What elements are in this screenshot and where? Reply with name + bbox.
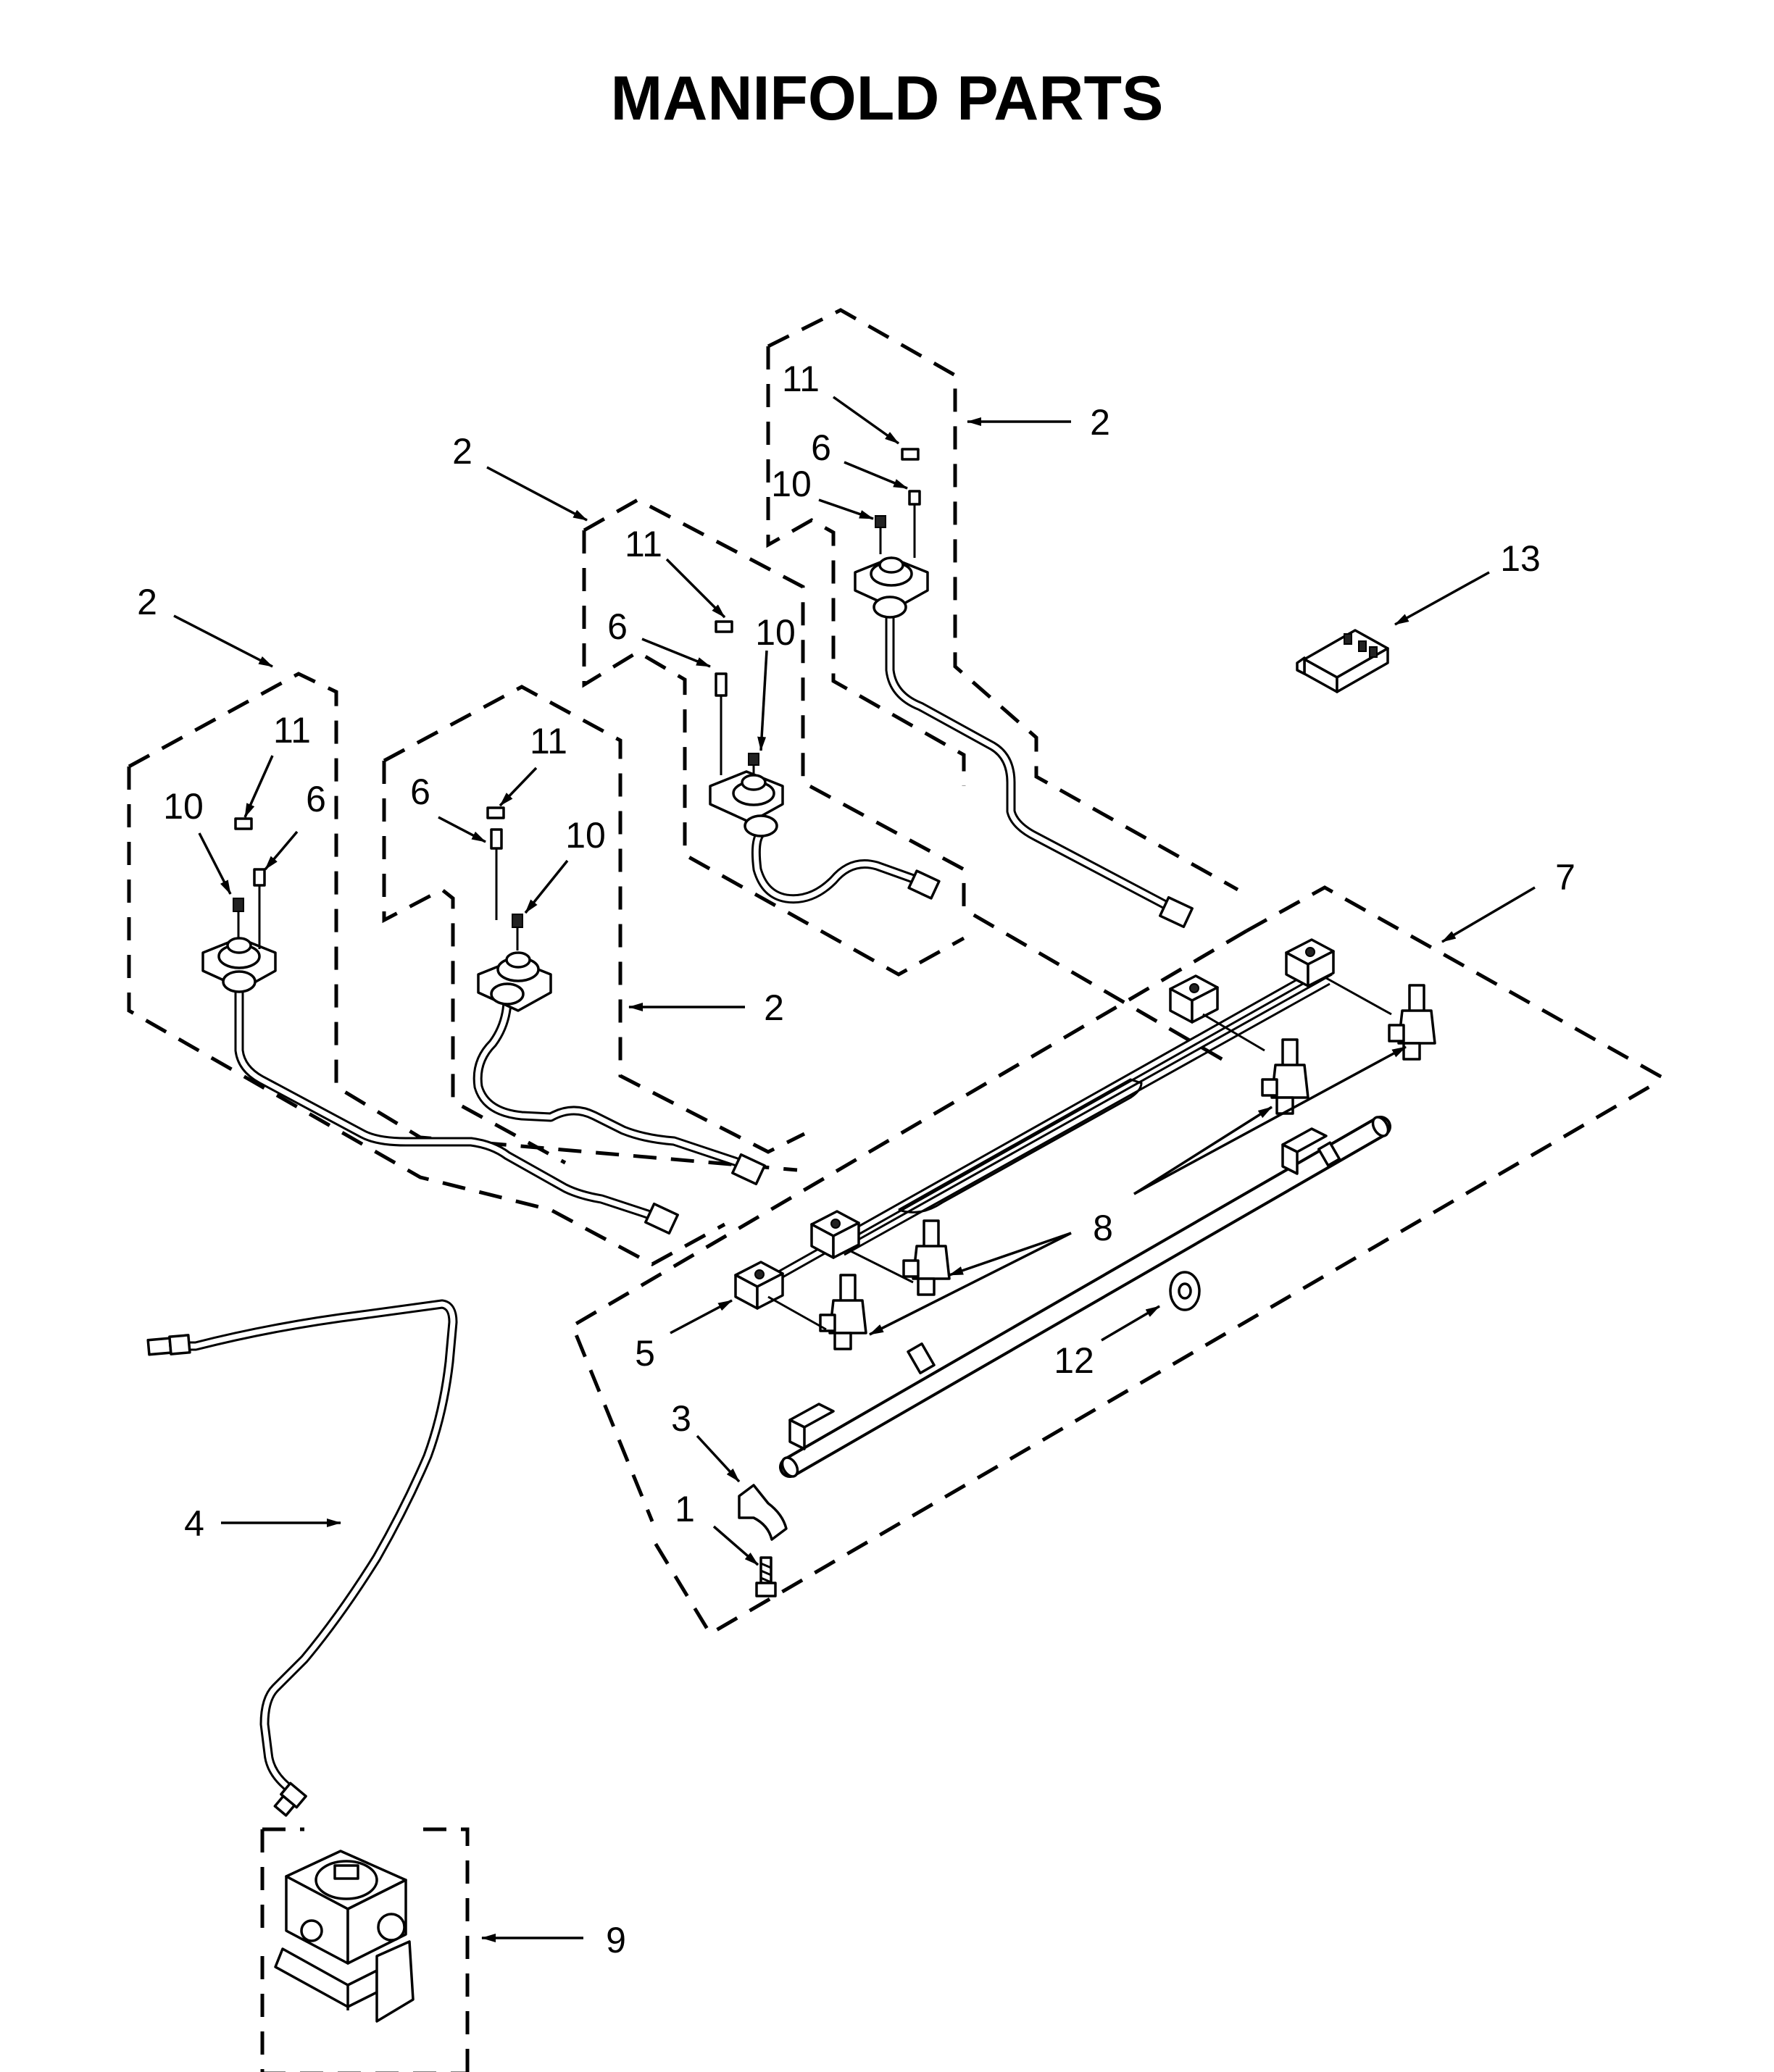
burner-base-inner — [477, 806, 552, 1012]
burner-assembly-left-boundary — [127, 672, 798, 1266]
callout-10: 10 — [163, 786, 204, 827]
callout-11: 11 — [273, 710, 311, 751]
callout-5: 5 — [635, 1333, 655, 1374]
callout-3: 3 — [671, 1398, 691, 1439]
callout-9: 9 — [606, 1920, 626, 1960]
callout-6: 6 — [306, 779, 326, 819]
electrode-clip — [715, 448, 920, 633]
burner-assembly-inner-boundary — [382, 685, 806, 1165]
callout-6: 6 — [811, 427, 831, 468]
callout-7: 7 — [1555, 857, 1575, 898]
pressure-regulator-boundary — [260, 1827, 470, 2072]
mounting-screw — [755, 1556, 777, 1597]
pressure-regulator — [274, 1850, 415, 2023]
callout-11: 11 — [625, 524, 662, 564]
callout-6: 6 — [607, 606, 628, 647]
burner-tube-inner — [472, 987, 744, 1168]
burner-assembly-top-boundary — [766, 308, 1239, 892]
manifold-bracket — [734, 938, 1335, 1310]
burner-base-top — [854, 490, 929, 619]
page-title: MANIFOLD PARTS — [611, 64, 1164, 133]
manifold-assembly-boundary — [570, 885, 1662, 1637]
burner-assembly-mid-boundary — [582, 498, 1233, 1067]
valve-link — [767, 977, 1392, 1331]
callout-2: 2 — [137, 582, 157, 622]
callout-12: 12 — [1054, 1340, 1094, 1381]
callout-6: 6 — [410, 772, 430, 812]
callout-11: 11 — [782, 359, 820, 399]
callout-10: 10 — [565, 815, 606, 856]
callout-2: 2 — [764, 987, 784, 1028]
manifold-tube — [779, 1116, 1391, 1478]
callout-1: 1 — [675, 1489, 695, 1529]
callout-10: 10 — [771, 464, 812, 504]
burner-tube-mid — [751, 828, 933, 904]
pipe-clamp — [738, 1484, 788, 1541]
callout-2: 2 — [1090, 402, 1110, 443]
callout-2: 2 — [452, 431, 472, 472]
spark-module — [1296, 629, 1389, 693]
regulator-supply-tube — [146, 1299, 458, 1817]
gas-valve — [819, 984, 1436, 1350]
burner-tube-left — [234, 972, 657, 1221]
callout-4: 4 — [184, 1503, 204, 1544]
burner-base-left — [201, 817, 277, 993]
callout-labels: 2 11 6 10 2 11 6 10 2 11 10 6 6 11 10 2 … — [137, 359, 1575, 1960]
orifice-washer — [1169, 1271, 1201, 1311]
tube-fitting — [644, 869, 1194, 1235]
callout-11: 11 — [530, 721, 567, 761]
burner-base-mid — [709, 672, 784, 837]
callout-8: 8 — [1093, 1208, 1113, 1248]
leader-lines — [173, 396, 1536, 1942]
callout-10: 10 — [755, 612, 796, 653]
callout-13: 13 — [1500, 538, 1541, 579]
burner-tube-top — [885, 605, 1172, 911]
